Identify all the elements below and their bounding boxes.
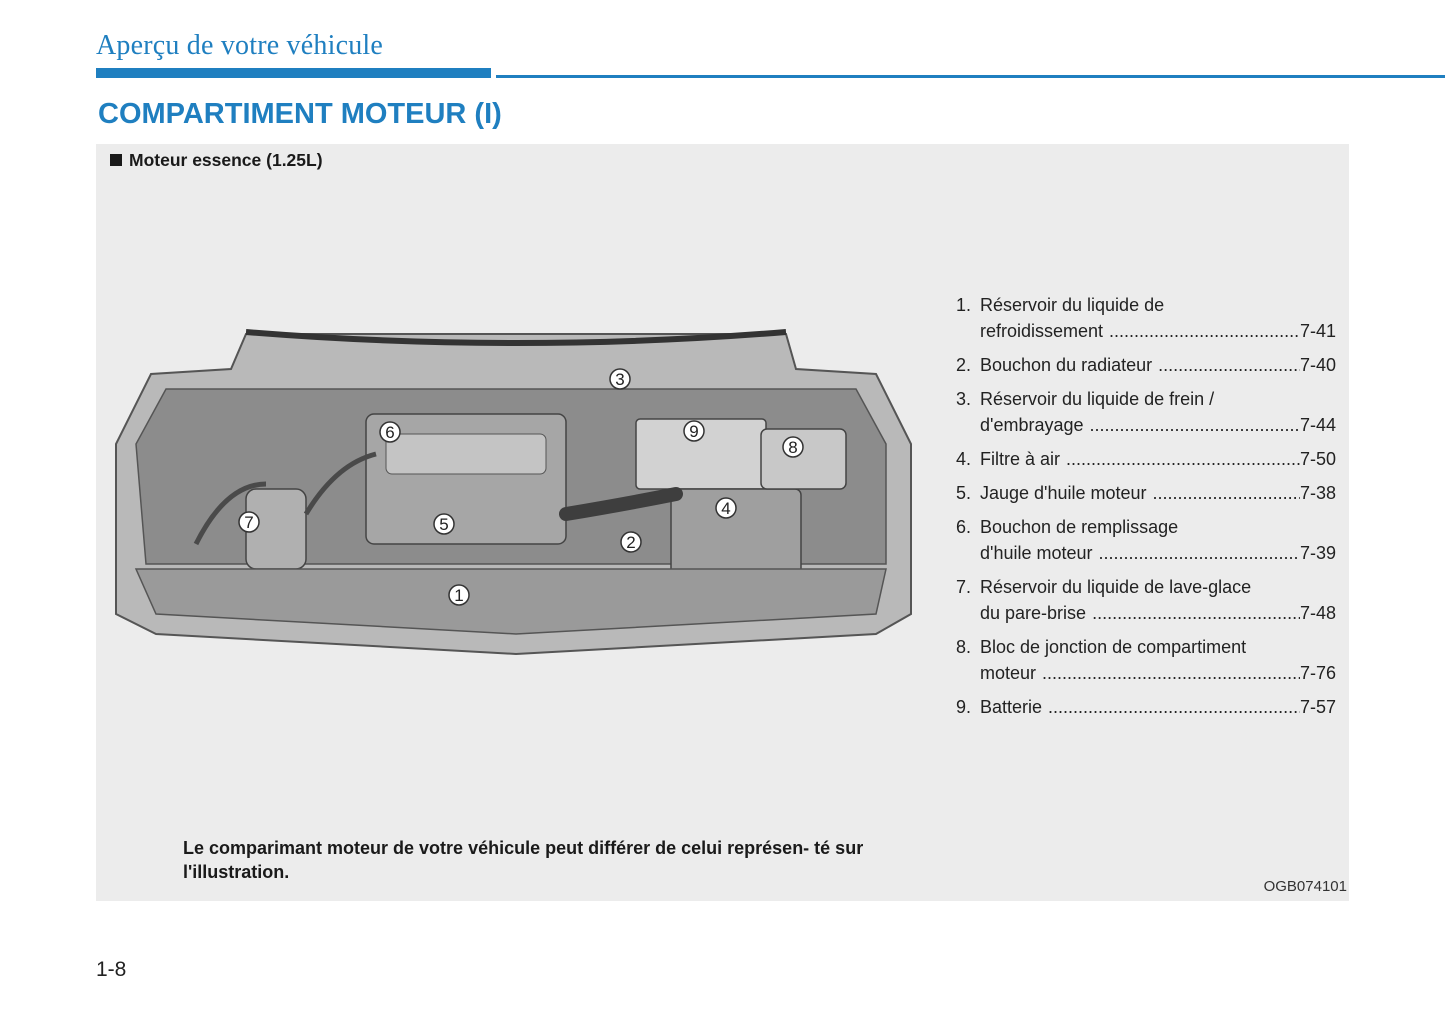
legend-number: 9. (956, 697, 972, 717)
callout-7: 7 (238, 511, 260, 533)
svg-text:8: 8 (788, 438, 797, 457)
legend-number: 5. (956, 483, 972, 503)
legend-label: Filtre à air (980, 449, 1061, 469)
leader-dots: ........................................… (1089, 415, 1300, 435)
legend-item: 5. Jauge d'huile moteur.................… (956, 480, 1336, 506)
legend-page-ref: 7-50 (1299, 449, 1336, 469)
callout-3: 3 (609, 368, 631, 390)
callout-9: 9 (683, 420, 705, 442)
chapter-title: Aperçu de votre véhicule (96, 30, 384, 61)
svg-text:5: 5 (439, 515, 448, 534)
header-rule-thin (496, 75, 1445, 78)
legend-label: du pare-brise (980, 603, 1087, 623)
legend-line: Réservoir du liquide de frein / (980, 389, 1215, 409)
figure-code: OGB074101 (1263, 878, 1347, 895)
figure-subtitle-text: Moteur essence (1.25L) (129, 150, 323, 170)
svg-text:6: 6 (385, 423, 394, 442)
callout-6: 6 (379, 421, 401, 443)
legend-page-ref: 7-44 (1299, 415, 1336, 435)
leader-dots: ........................................… (1109, 321, 1300, 341)
svg-text:9: 9 (689, 422, 698, 441)
leader-dots: ........................................… (1048, 697, 1300, 717)
callout-1: 1 (448, 584, 470, 606)
legend-item: 8. Bloc de jonction de compartiment mote… (956, 634, 1336, 686)
legend-page-ref: 7-39 (1299, 543, 1336, 563)
component-legend: 1. Réservoir du liquide de refroidisseme… (956, 292, 1336, 728)
bullet-square-icon (110, 154, 122, 166)
legend-line: Réservoir du liquide de (980, 295, 1165, 315)
legend-page-ref: 7-76 (1299, 663, 1336, 683)
legend-label: Bouchon du radiateur (980, 355, 1153, 375)
page-number: 1-8 (96, 958, 127, 981)
header-rule-thick (96, 68, 491, 78)
legend-item: 2. Bouchon du radiateur.................… (956, 352, 1336, 378)
section-title: COMPARTIMENT MOTEUR (I) (98, 98, 502, 130)
figure-subtitle: Moteur essence (1.25L) (110, 150, 323, 171)
engine-illustration: 1 2 3 4 5 6 7 8 9 (115, 329, 912, 656)
leader-dots: ........................................… (1066, 449, 1300, 469)
legend-number: 8. (956, 637, 972, 657)
legend-line: Bloc de jonction de compartiment (980, 637, 1247, 657)
legend-number: 2. (956, 355, 972, 375)
legend-item: 9. Batterie.............................… (956, 694, 1336, 720)
legend-line: Bouchon de remplissage (980, 517, 1179, 537)
legend-item: 6. Bouchon de remplissage d'huile moteur… (956, 514, 1336, 566)
legend-page-ref: 7-48 (1299, 603, 1336, 623)
legend-page-ref: 7-57 (1299, 697, 1336, 717)
legend-label: refroidissement (980, 321, 1104, 341)
legend-page-ref: 7-38 (1299, 483, 1336, 503)
legend-number: 6. (956, 517, 972, 537)
legend-item: 1. Réservoir du liquide de refroidisseme… (956, 292, 1336, 344)
callout-8: 8 (782, 436, 804, 458)
legend-label: Jauge d'huile moteur (980, 483, 1147, 503)
legend-number: 7. (956, 577, 972, 597)
legend-label: Batterie (980, 697, 1043, 717)
illustration-note: Le comparimant moteur de votre véhicule … (183, 838, 864, 882)
legend-item: 4. Filtre à air.........................… (956, 446, 1336, 472)
legend-number: 3. (956, 389, 972, 409)
callout-4: 4 (715, 497, 737, 519)
legend-page-ref: 7-41 (1299, 321, 1336, 341)
callout-5: 5 (433, 513, 455, 535)
leader-dots: ........................................… (1092, 603, 1300, 623)
figure-panel: Moteur essence (1.25L) 1 2 3 4 5 6 7 8 9 (96, 144, 1349, 901)
legend-label: d'huile moteur (980, 543, 1093, 563)
legend-item: 7. Réservoir du liquide de lave-glace du… (956, 574, 1336, 626)
leader-dots: ........................................… (1152, 483, 1300, 503)
leader-dots: ........................................… (1098, 543, 1300, 563)
legend-label: moteur (980, 663, 1037, 683)
callout-2: 2 (620, 531, 642, 553)
legend-line: Réservoir du liquide de lave-glace (980, 577, 1252, 597)
leader-dots: ........................................… (1042, 663, 1300, 683)
svg-text:7: 7 (244, 513, 253, 532)
svg-text:2: 2 (626, 533, 635, 552)
svg-text:1: 1 (454, 586, 463, 605)
legend-number: 4. (956, 449, 972, 469)
svg-text:3: 3 (615, 370, 624, 389)
legend-page-ref: 7-40 (1299, 355, 1336, 375)
legend-number: 1. (956, 295, 972, 315)
leader-dots: ........................................… (1158, 355, 1300, 375)
legend-label: d'embrayage (980, 415, 1084, 435)
legend-item: 3. Réservoir du liquide de frein / d'emb… (956, 386, 1336, 438)
svg-text:4: 4 (721, 499, 730, 518)
